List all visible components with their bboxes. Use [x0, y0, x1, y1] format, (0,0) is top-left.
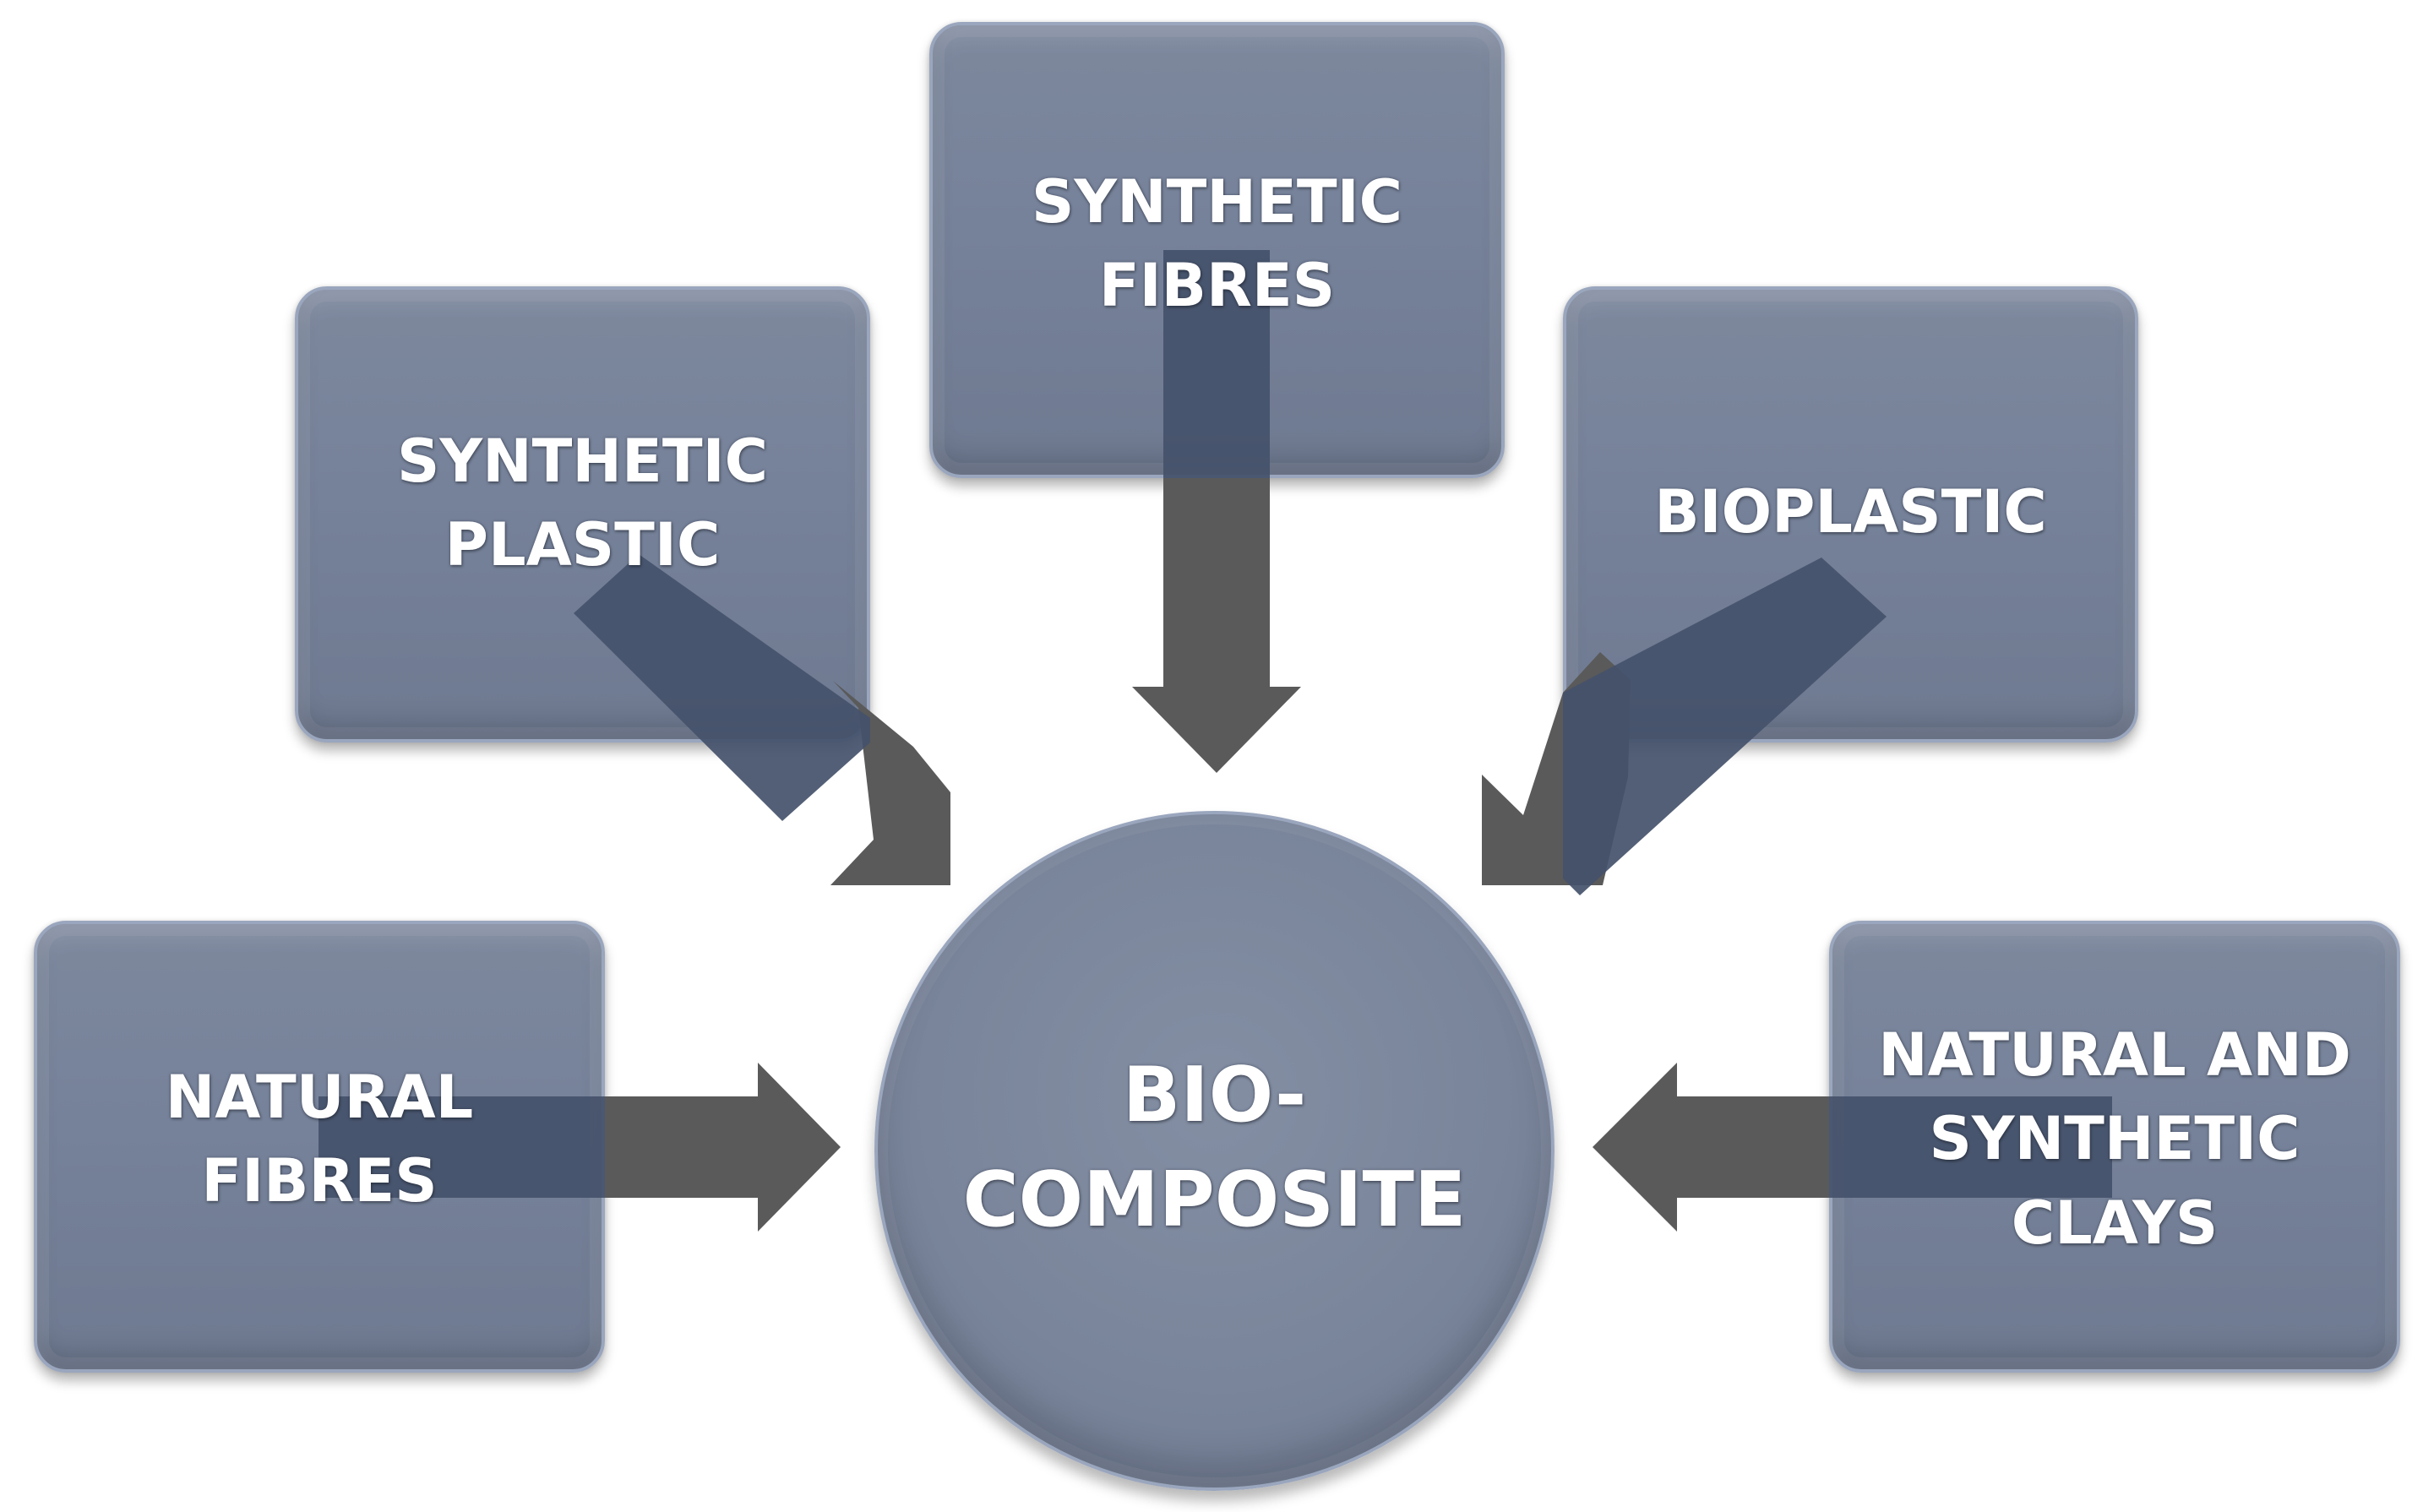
arrow-from-synthetic-fibres — [1132, 478, 1301, 773]
synthetic-plastic-label: SYNTHETIC PLASTIC — [396, 427, 768, 580]
natural-fibres-label: NATURAL FIBRES — [165, 1063, 474, 1216]
biocomposite-label: BIO- COMPOSITE — [962, 1051, 1467, 1245]
natural-synthetic-clays-label: NATURAL AND SYNTHETIC CLAYS — [1878, 1020, 2351, 1258]
synthetic-fibres-label: SYNTHETIC FIBRES — [1031, 167, 1402, 321]
biocomposite-hub — [874, 811, 1555, 1491]
bioplastic-label: BIOPLASTIC — [1654, 477, 2047, 547]
arrow-from-natural-synthetic-clays — [1593, 1063, 1829, 1232]
arrow-from-natural-fibres — [605, 1063, 841, 1232]
